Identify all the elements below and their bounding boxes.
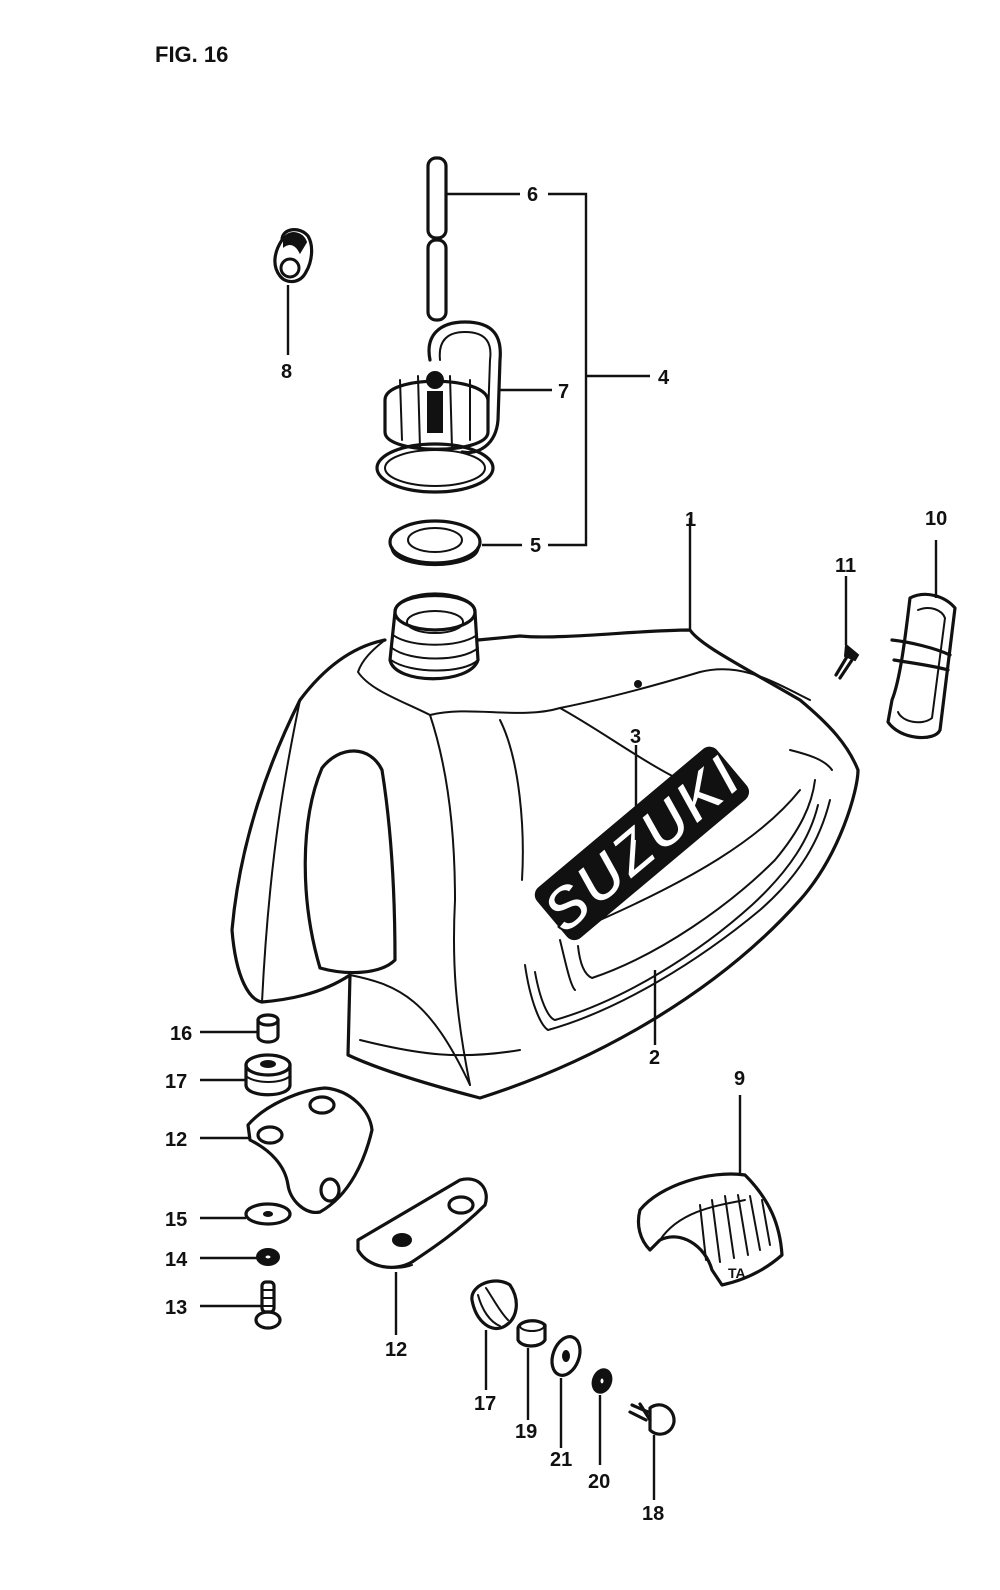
callout-12a: 12 xyxy=(165,1129,187,1151)
bolt-13 xyxy=(254,1280,282,1330)
tank-cushion: TA xyxy=(636,1172,784,1287)
spacer-16 xyxy=(256,1013,280,1044)
callout-5: 5 xyxy=(530,535,541,557)
callout-16: 16 xyxy=(170,1023,192,1045)
lock-washer-20 xyxy=(591,1368,613,1394)
hose-clamp xyxy=(273,228,314,284)
bracket-12-upper xyxy=(246,1086,374,1214)
callout-17a: 17 xyxy=(165,1071,187,1093)
callout-10: 10 xyxy=(925,508,947,530)
cap-gasket xyxy=(388,519,482,567)
callout-18: 18 xyxy=(642,1503,664,1525)
callout-20: 20 xyxy=(588,1471,610,1493)
breather-hose xyxy=(426,156,448,322)
callout-12b: 12 xyxy=(385,1339,407,1361)
callout-6: 6 xyxy=(527,184,538,206)
callout-11: 11 xyxy=(835,555,856,577)
grommet-17-right xyxy=(470,1279,518,1331)
callout-8: 8 xyxy=(281,361,292,383)
callout-9: 9 xyxy=(734,1068,745,1090)
washer-15 xyxy=(244,1202,292,1226)
callout-1: 1 xyxy=(685,509,696,531)
callout-7: 7 xyxy=(558,381,569,403)
leader-lines xyxy=(200,192,938,1500)
suzuki-logo: SUZUKI xyxy=(529,742,754,947)
cushion-mark: TA xyxy=(728,1265,746,1281)
screw-11 xyxy=(834,643,860,680)
callout-13: 13 xyxy=(165,1297,187,1319)
callout-14: 14 xyxy=(165,1249,188,1271)
callout-3: 3 xyxy=(630,726,641,748)
callout-2: 2 xyxy=(649,1047,660,1069)
callout-19: 19 xyxy=(515,1421,537,1443)
fuel-cap xyxy=(375,320,502,494)
bolt-18 xyxy=(628,1402,676,1436)
collar-19 xyxy=(516,1319,547,1348)
grommet-17-left xyxy=(244,1053,292,1097)
figure-title: FIG. 16 xyxy=(155,42,228,67)
washer-21 xyxy=(550,1335,582,1377)
lock-washer-14 xyxy=(256,1248,280,1266)
tank-band xyxy=(886,592,957,740)
callout-15: 15 xyxy=(165,1209,187,1231)
fuel-tank: SUZUKI xyxy=(230,628,860,1100)
callout-17b: 17 xyxy=(474,1393,496,1415)
callout-21: 21 xyxy=(550,1449,572,1471)
callout-labels: 1 2 3 4 5 6 7 8 9 10 11 12 12 13 14 15 1… xyxy=(165,184,947,1525)
filler-neck xyxy=(388,592,480,681)
suzuki-logo-text: SUZUKI xyxy=(530,743,753,946)
callout-4: 4 xyxy=(658,367,670,389)
bracket-12-lower xyxy=(356,1177,488,1269)
